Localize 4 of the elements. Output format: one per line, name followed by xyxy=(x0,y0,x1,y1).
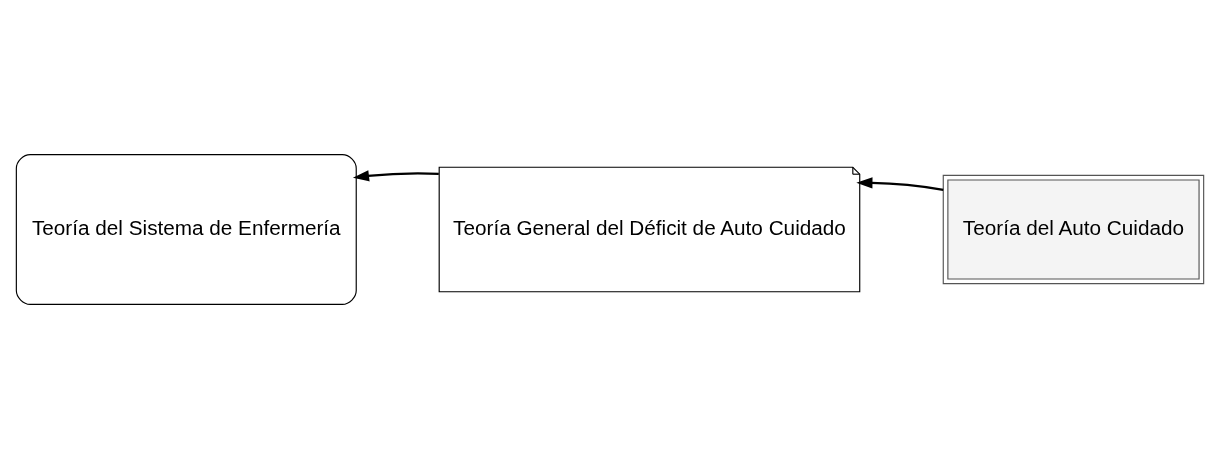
node-box: Teoría del Sistema de Enfermería xyxy=(15,154,357,305)
arrow xyxy=(352,170,439,182)
node-box: Teoría del Auto Cuidado xyxy=(942,174,1205,285)
arrow xyxy=(856,177,944,191)
